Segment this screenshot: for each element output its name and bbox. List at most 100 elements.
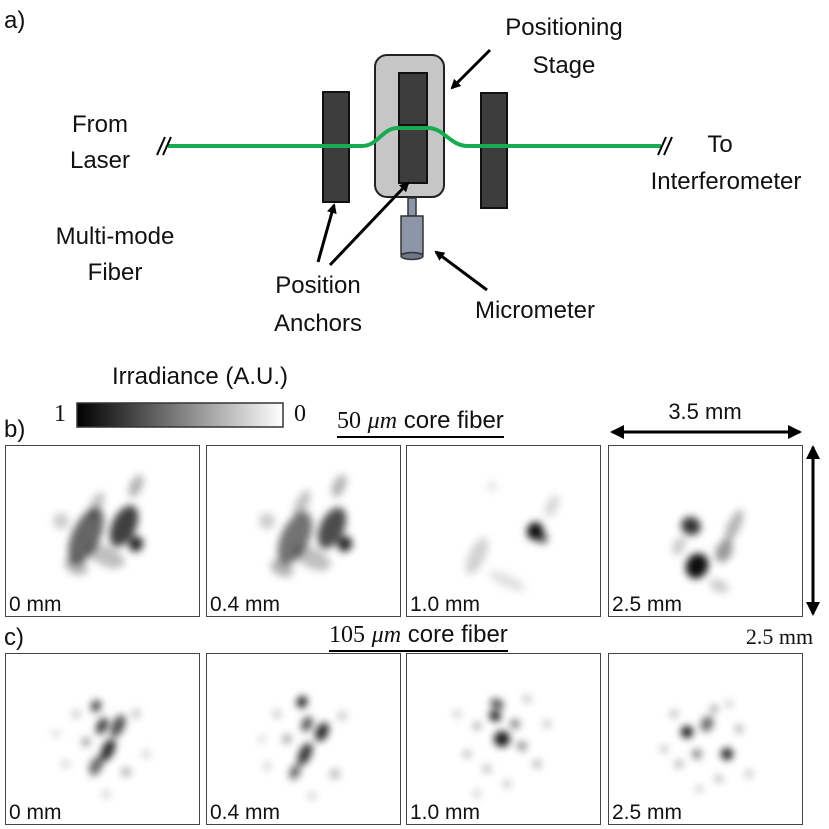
offset-label: 0.4 mm <box>210 801 281 824</box>
speckle-blob <box>489 710 501 722</box>
speckle-blob <box>695 785 703 793</box>
speckle-blob <box>745 770 753 778</box>
speckle-blob <box>293 545 331 571</box>
from-laser-label-2: Laser <box>69 147 131 174</box>
speckle-blob <box>308 792 316 800</box>
fiber <box>168 126 661 148</box>
speckle-blob <box>715 539 733 563</box>
speckle-image <box>660 700 753 793</box>
anchor-arrow-2 <box>328 181 410 267</box>
speckle-blob <box>725 700 733 708</box>
panel-letter-b: b) <box>4 416 26 443</box>
speckle-blob <box>259 513 275 529</box>
micrometer-label: Micrometer <box>474 297 595 324</box>
speckle-panel-b-3: 2.5 mm <box>608 445 803 617</box>
part-c-title: 105 μm core fiber <box>329 621 508 652</box>
speckle-blob <box>62 760 70 768</box>
offset-label: 1.0 mm <box>410 801 481 824</box>
fiber-break-left <box>156 136 172 156</box>
offset-label: 0.4 mm <box>210 593 281 616</box>
multimode-label-1: Multi-mode <box>55 223 175 250</box>
speckle-blob <box>131 709 141 719</box>
speckle-blob <box>494 731 510 747</box>
to-label: To <box>707 131 733 158</box>
colorbar-min-label: 0 <box>294 401 306 427</box>
speckle-image <box>53 474 144 575</box>
speckle-image <box>672 509 744 593</box>
anchors-label-1: Position <box>275 272 361 299</box>
stage-block-bottom <box>398 126 428 184</box>
speckle-blob <box>282 734 292 744</box>
speckle-panel-b-1: 0.4 mm <box>206 445 401 617</box>
speckle-blob <box>90 700 102 712</box>
speckle-blob <box>660 745 668 753</box>
speckle-blob <box>289 764 301 780</box>
speckle-blob <box>463 750 471 758</box>
speckle-blob <box>675 760 683 768</box>
speckle-blob <box>681 516 701 536</box>
part-c-title-value: 105 <box>329 622 365 648</box>
speckle-blob <box>483 765 491 773</box>
speckle-blob <box>53 513 69 529</box>
anchors-label-2: Anchors <box>273 310 363 337</box>
speckle-blob <box>273 710 281 718</box>
speckle-image <box>465 481 560 592</box>
part-b-title-unit: μm <box>367 408 398 434</box>
fiber-break-right <box>657 136 673 156</box>
speckle-blob <box>102 790 110 798</box>
speckle-blob <box>296 696 308 708</box>
speckle-blob <box>503 780 511 788</box>
speckle-blob <box>87 543 125 569</box>
speckle-blob <box>536 532 548 544</box>
stage-block-top <box>398 72 428 126</box>
part-b-title-value: 50 <box>337 408 361 434</box>
stage-label-1: Positioning <box>505 14 623 41</box>
speckle-blob <box>490 698 504 710</box>
speckle-panel-c-0: 0 mm <box>5 653 200 825</box>
speckle-blob <box>64 557 88 575</box>
speckle-blob <box>263 762 271 770</box>
part-b-title-rest: core fiber <box>403 407 504 434</box>
speckle-panel-b-2: 1.0 mm <box>406 445 601 617</box>
speckle-blob <box>89 756 103 776</box>
anchor-arrow-1 <box>316 203 337 263</box>
speckle-blob <box>100 738 116 762</box>
speckle-blob <box>315 722 329 742</box>
offset-label: 0 mm <box>9 593 62 616</box>
speckle-blob <box>52 730 60 738</box>
speckle-blob <box>735 725 743 733</box>
speckle-blob <box>109 505 139 547</box>
speckle-blob <box>301 716 313 732</box>
part-c-title-unit: μm <box>371 622 402 648</box>
speckle-blob <box>670 710 678 718</box>
speckle-panel-b-0: 0 mm <box>5 445 200 617</box>
speckle-blob <box>473 790 481 798</box>
speckle-blob <box>337 711 347 721</box>
speckle-panel-c-3: 2.5 mm <box>608 653 803 825</box>
colorbar-max-label: 1 <box>54 401 66 427</box>
speckle-blob <box>523 695 531 703</box>
speckle-blob <box>317 507 347 549</box>
speckle-blob <box>128 474 144 498</box>
height-scale-label: 2.5 mm <box>745 624 814 649</box>
speckle-blob <box>270 559 294 577</box>
speckle-blob <box>544 494 560 518</box>
speckle-blob <box>121 767 131 777</box>
speckle-blob <box>710 705 718 713</box>
width-scale-label: 3.5 mm <box>668 399 742 424</box>
speckle-blob <box>258 735 266 743</box>
speckle-blob <box>81 737 91 747</box>
speckle-blob <box>473 722 481 730</box>
speckle-image <box>453 695 551 798</box>
offset-label: 2.5 mm <box>612 593 683 616</box>
speckle-blob <box>724 509 744 543</box>
colorbar-title: Irradiance (A.U.) <box>111 363 289 390</box>
speckle-blob <box>533 760 541 768</box>
part-b-title: 50 μm core fiber <box>337 407 504 438</box>
multimode-label-2: Fiber <box>87 259 143 286</box>
speckle-blob <box>110 714 126 738</box>
speckle-blob <box>709 579 729 593</box>
speckle-image <box>259 474 353 577</box>
from-laser-label-1: From <box>72 111 128 138</box>
offset-label: 2.5 mm <box>612 801 683 824</box>
